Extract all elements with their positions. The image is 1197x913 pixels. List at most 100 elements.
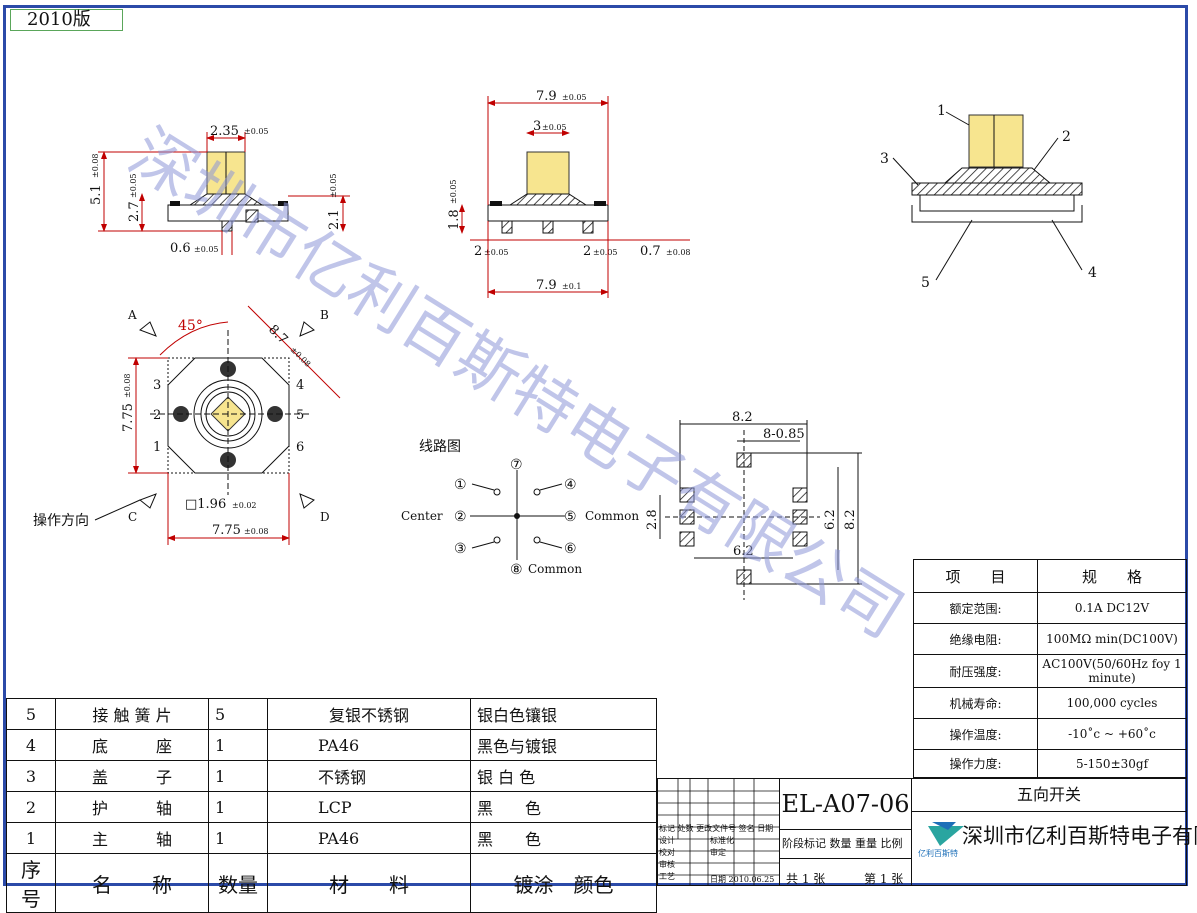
- svg-text:Common: Common: [528, 562, 582, 576]
- bom-cell: 1: [208, 822, 268, 854]
- role-approve: 审定: [710, 848, 726, 857]
- svg-text:0.7: 0.7: [640, 244, 661, 259]
- logo-text: 亿利百斯特: [918, 849, 958, 858]
- side-view: 2.35 ±0.05 5.1 ±0.08 2.7 ±0.05 2.1 ±0.05…: [89, 124, 350, 256]
- top-view: 3 2 1 4 5 6 45° A B C D 8.7 ±0.08 7.75 ±…: [33, 305, 341, 545]
- svg-text:2.7: 2.7: [127, 201, 142, 222]
- bom-header: 名 称: [55, 853, 209, 913]
- svg-text:4: 4: [296, 378, 304, 393]
- svg-text:±0.05: ±0.05: [194, 245, 219, 254]
- spec-value: AC100V(50/60Hz foy 1 minute): [1037, 654, 1187, 688]
- bom-header: 材 料: [267, 853, 471, 913]
- svg-text:C: C: [128, 510, 137, 524]
- version-label: 2010版: [10, 9, 123, 31]
- svg-text:±0.05: ±0.05: [562, 93, 587, 102]
- bom-cell: 黑 色: [470, 791, 657, 823]
- bom-cell: 底 座: [55, 729, 209, 761]
- bom-cell: 1: [208, 729, 268, 761]
- bom-cell: 1: [208, 760, 268, 792]
- svg-text:±0.05: ±0.05: [244, 127, 269, 136]
- svg-text:5.1: 5.1: [89, 184, 104, 205]
- sheets-total: 共 1 张: [786, 872, 826, 886]
- svg-text:7.75: 7.75: [121, 403, 136, 432]
- svg-text:±0.05: ±0.05: [449, 179, 458, 204]
- svg-text:±0.08: ±0.08: [289, 345, 313, 369]
- svg-text:线路图: 线路图: [419, 439, 461, 455]
- engineering-drawing: 2.35 ±0.05 5.1 ±0.08 2.7 ±0.05 2.1 ±0.05…: [33, 89, 1097, 653]
- company-name: 深圳市亿利百斯特电子有限公司: [962, 824, 1197, 848]
- svg-text:±0.05: ±0.05: [542, 123, 567, 132]
- specs-header-item: 项 目: [913, 559, 1038, 593]
- svg-text:③: ③: [454, 541, 467, 557]
- svg-text:⑤: ⑤: [564, 509, 577, 525]
- svg-text:2: 2: [474, 244, 482, 259]
- sheet-number: 第 1 张: [864, 872, 904, 886]
- svg-text:2.35: 2.35: [210, 124, 239, 139]
- svg-text:±0.05: ±0.05: [484, 248, 509, 257]
- spec-value: 100,000 cycles: [1037, 687, 1187, 719]
- circuit-diagram: 线路图 ① ② ③ ④ ⑤ ⑥ ⑦ ⑧ Center Common Common: [401, 439, 639, 578]
- stage-block: 阶段标记 数量 重量 比例 共 1 张 第 1 张: [779, 829, 912, 886]
- svg-text:±0.08: ±0.08: [91, 153, 100, 178]
- role-design: 设计: [659, 836, 675, 845]
- svg-text:Common: Common: [585, 509, 639, 523]
- svg-text:操作方向: 操作方向: [33, 513, 89, 529]
- svg-text:45°: 45°: [178, 318, 203, 334]
- svg-text:7.9: 7.9: [536, 89, 557, 104]
- bom-cell: 3: [6, 760, 56, 792]
- spec-value: 5-150±30gf: [1037, 749, 1187, 778]
- rev-header: 更改文件号: [696, 824, 737, 833]
- svg-text:6.2: 6.2: [823, 509, 838, 530]
- specs-header-value: 规 格: [1037, 559, 1187, 593]
- svg-text:±0.08: ±0.08: [123, 373, 132, 398]
- svg-text:①: ①: [454, 477, 467, 493]
- svg-text:⑧: ⑧: [510, 562, 523, 578]
- exploded-view: 1 2 3 4 5: [880, 103, 1097, 291]
- spec-label: 操作温度:: [913, 718, 1038, 750]
- svg-text:8-0.85: 8-0.85: [763, 427, 805, 442]
- bom-cell: 银白色镶银: [470, 698, 657, 730]
- svg-text:6.2: 6.2: [733, 544, 754, 559]
- svg-text:3: 3: [533, 119, 541, 134]
- svg-text:3: 3: [880, 151, 889, 167]
- bom-cell: 5: [6, 698, 56, 730]
- company-logo: [928, 822, 964, 846]
- svg-text:D: D: [320, 510, 330, 524]
- svg-text:2: 2: [153, 408, 161, 423]
- role-review: 审核: [659, 860, 675, 869]
- front-base: [487, 204, 609, 222]
- bom-cell: LCP: [267, 791, 471, 823]
- spec-label: 绝缘电阻:: [913, 623, 1038, 655]
- svg-text:2: 2: [583, 244, 591, 259]
- bom-cell: 不锈钢: [267, 760, 471, 792]
- bom-cell: 1: [208, 791, 268, 823]
- part-number: EL-A07-06: [779, 778, 912, 830]
- spec-value: -10˚c ~ +60˚c: [1037, 718, 1187, 750]
- svg-text:②: ②: [454, 509, 467, 525]
- role-process: 工艺: [659, 872, 675, 881]
- svg-text:1.8: 1.8: [447, 209, 462, 230]
- date-label: 日期: [710, 875, 726, 884]
- bom-cell: 盖 子: [55, 760, 209, 792]
- side-pin: [221, 220, 233, 232]
- bom-cell: 4: [6, 729, 56, 761]
- svg-text:5: 5: [296, 408, 304, 423]
- bom-cell: 复银不锈钢: [267, 698, 471, 730]
- svg-text:1: 1: [153, 440, 161, 455]
- stage-label: 阶段标记: [782, 837, 826, 850]
- svg-text:7.9: 7.9: [536, 278, 557, 293]
- specs-table: 项 目 规 格 额定范围:0.1A DC12V 绝缘电阻:100MΩ min(D…: [913, 559, 1187, 778]
- bom-cell: 黑 色: [470, 822, 657, 854]
- spec-label: 机械寿命:: [913, 687, 1038, 719]
- rev-header: 标记: [659, 824, 675, 833]
- spec-label: 额定范围:: [913, 592, 1038, 624]
- rev-header: 日期: [757, 824, 774, 833]
- svg-text:±0.1: ±0.1: [562, 282, 581, 291]
- weight-label: 重量: [855, 837, 877, 850]
- spec-value: 100MΩ min(DC100V): [1037, 623, 1187, 655]
- product-name: 五向开关: [911, 778, 1187, 812]
- spec-value: 0.1A DC12V: [1037, 592, 1187, 624]
- bom-header: 数量: [208, 853, 268, 913]
- bom-cell: 银 白 色: [470, 760, 657, 792]
- svg-text:Center: Center: [401, 509, 443, 523]
